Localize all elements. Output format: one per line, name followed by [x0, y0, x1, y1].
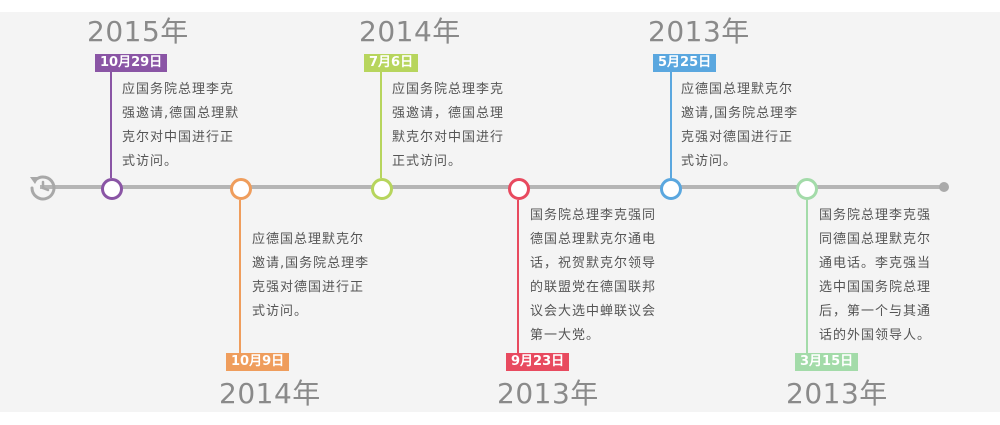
event-date-badge: 9月23日 [506, 353, 570, 371]
event-date-badge: 5月25日 [653, 54, 717, 72]
event-node[interactable] [796, 178, 818, 200]
event-description: 应国务院总理李克 强邀请，德国总理 默克尔对中国进行 正式访问。 [392, 82, 505, 169]
timeline-panel [0, 12, 1000, 412]
event-year: 2013年 [497, 377, 599, 410]
clock-icon [30, 175, 56, 201]
event-year: 2015年 [87, 15, 189, 48]
event-connector [110, 72, 112, 178]
event-node[interactable] [660, 178, 682, 200]
event-description: 国务院总理李克强 同德国总理默克尔 通电话。李克强当 选中国国务院总理 后，第一… [819, 208, 932, 343]
event-year: 2013年 [648, 15, 750, 48]
event-description: 国务院总理李克强同 德国总理默克尔通电 话，祝贺默克尔领导 的联盟党在德国联邦 … [530, 208, 657, 343]
event-year: 2013年 [786, 377, 888, 410]
event-node[interactable] [371, 178, 393, 200]
event-connector [380, 72, 382, 178]
event-connector [806, 200, 808, 353]
event-connector [239, 200, 241, 353]
event-description: 应德国总理默克尔 邀请,国务院总理李 克强对德国进行正 式访问。 [252, 232, 370, 319]
event-year: 2014年 [359, 15, 461, 48]
event-description: 应德国总理默克尔 邀请,国务院总理李 克强对德国进行正 式访问。 [681, 82, 799, 169]
event-date-badge: 7月6日 [364, 54, 419, 72]
event-year: 2014年 [219, 377, 321, 410]
event-connector [517, 200, 519, 353]
event-date-badge: 3月15日 [795, 353, 859, 371]
timeline-end-dot [939, 182, 949, 192]
timeline-axis [40, 185, 946, 189]
event-connector [670, 72, 672, 178]
event-date-badge: 10月29日 [95, 54, 168, 72]
event-node[interactable] [230, 178, 252, 200]
event-node[interactable] [101, 178, 123, 200]
event-node[interactable] [508, 178, 530, 200]
event-date-badge: 10月9日 [226, 353, 290, 371]
event-description: 应国务院总理李克 强邀请,德国总理默 克尔对中国进行正 式访问。 [122, 82, 240, 169]
